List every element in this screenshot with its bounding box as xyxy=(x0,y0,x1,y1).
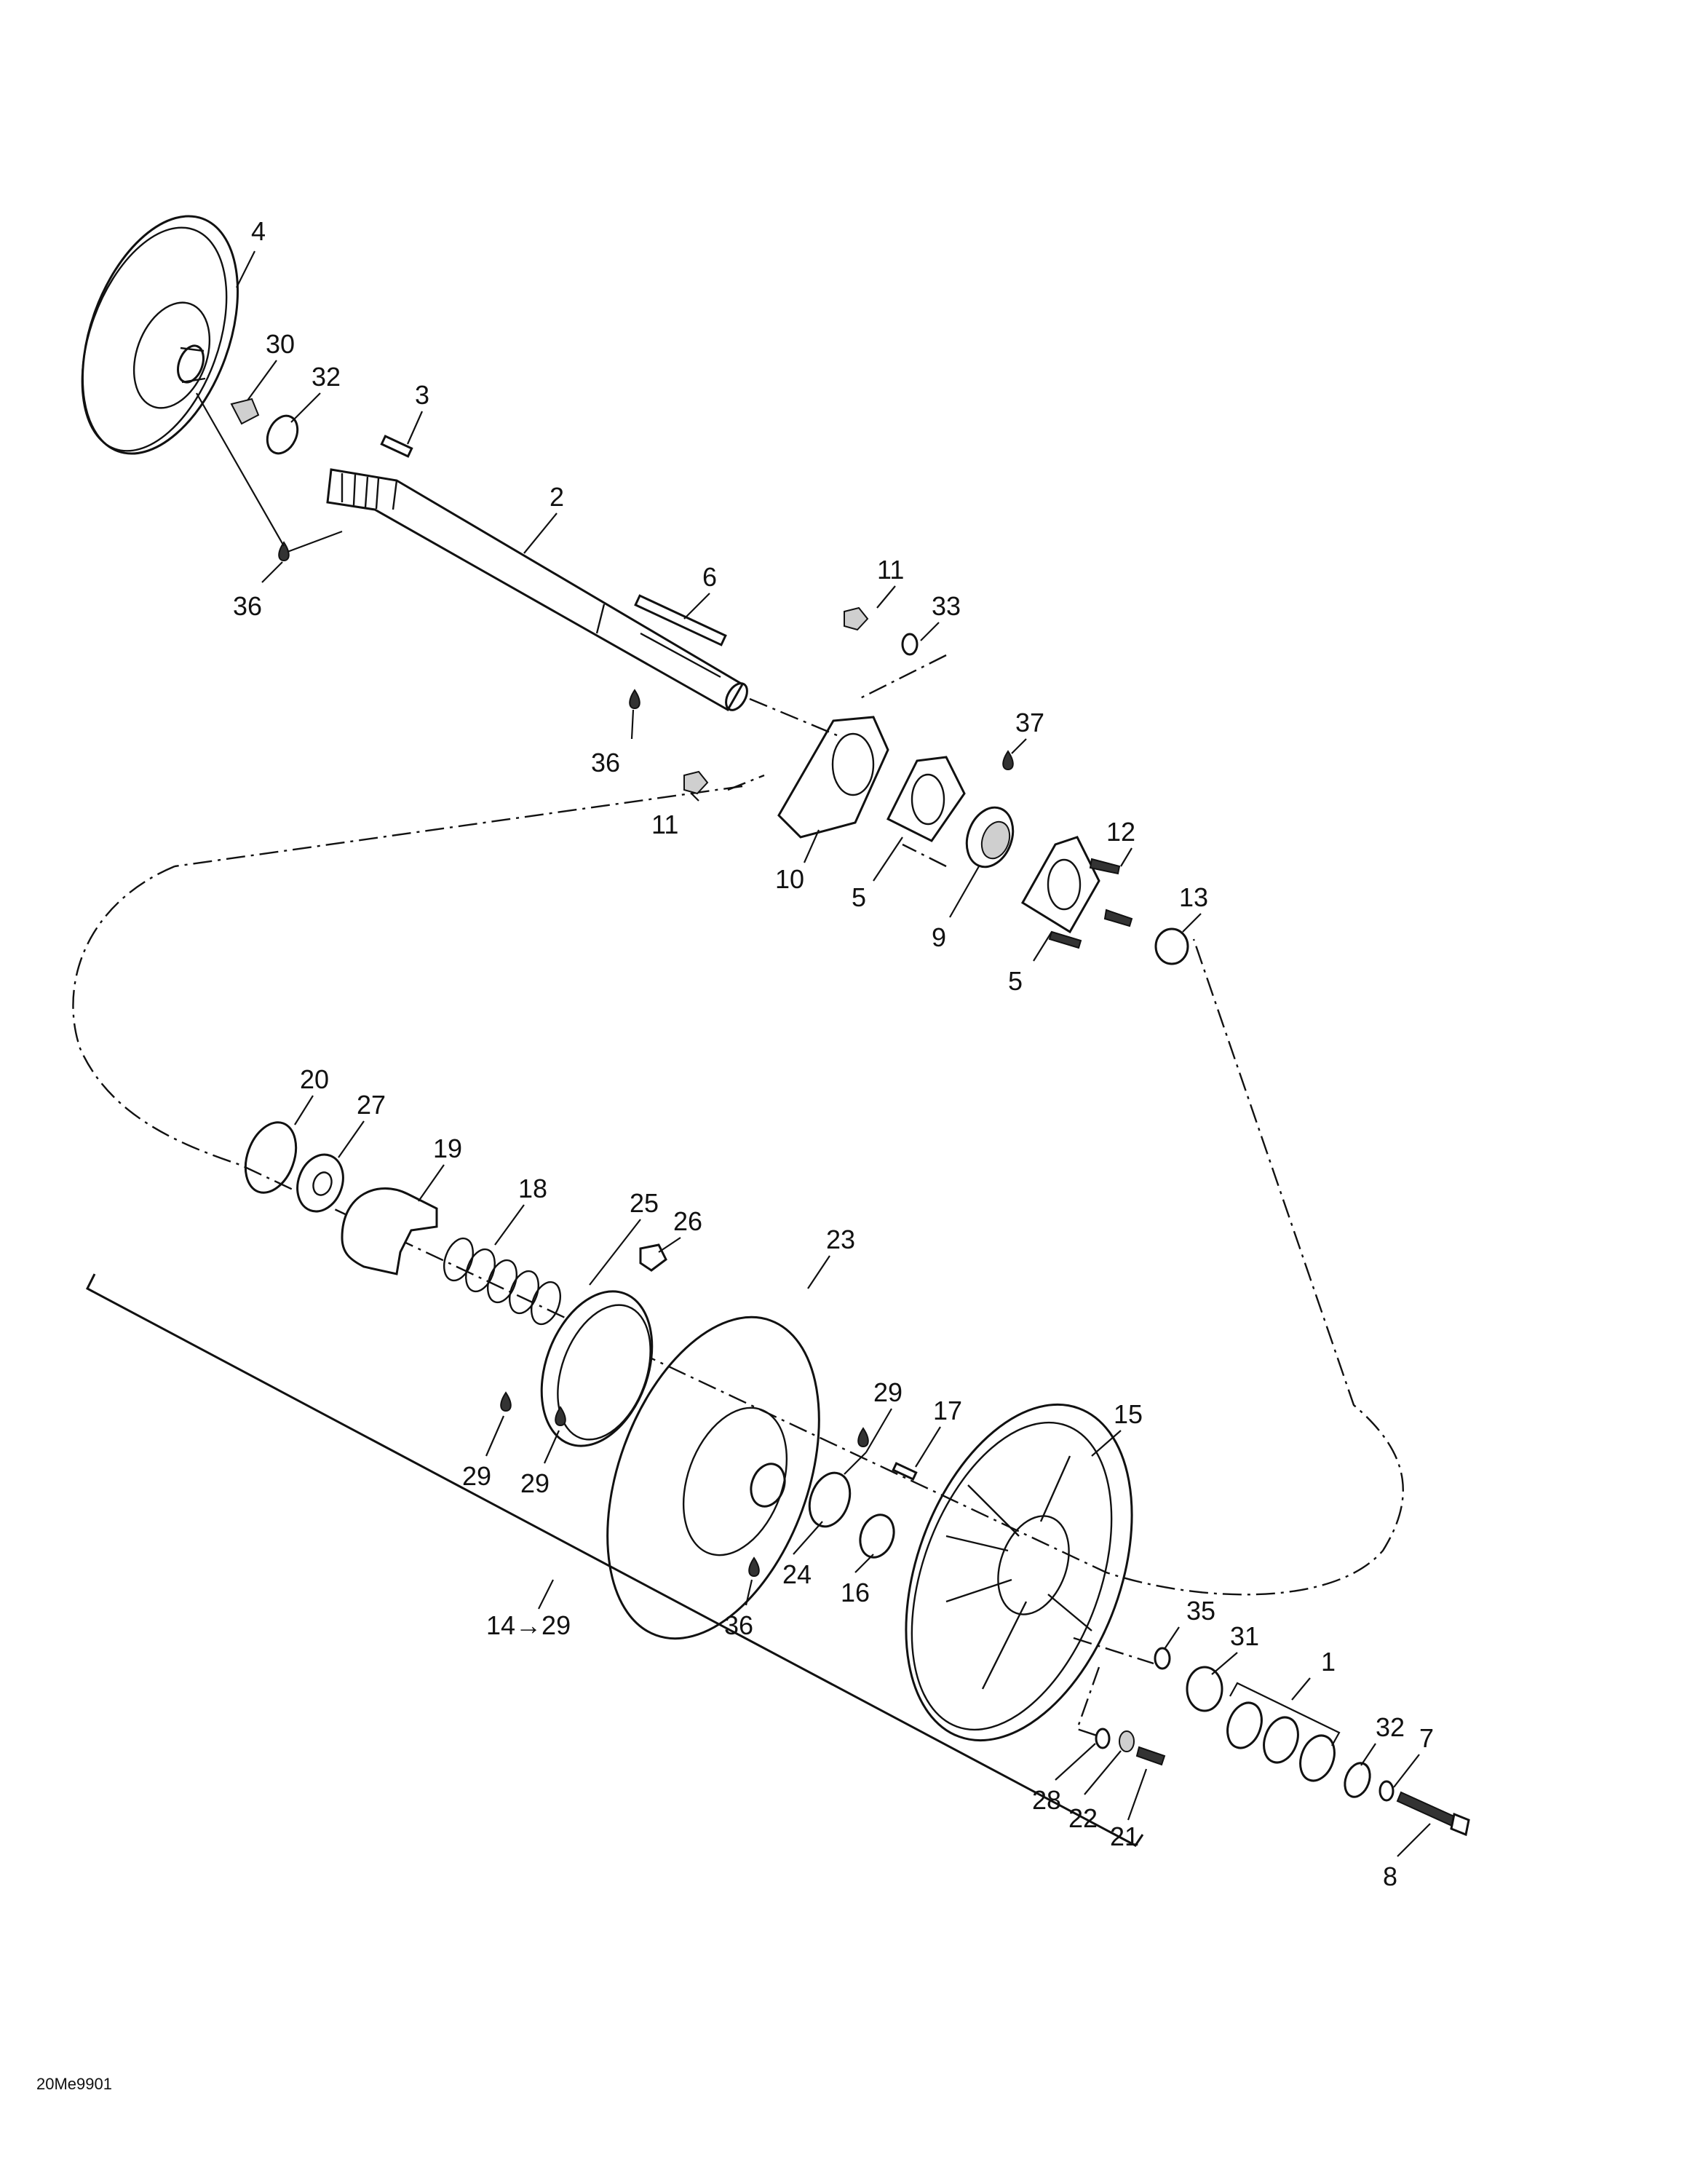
callout-29-right: 29 xyxy=(873,1377,903,1407)
bushing-part xyxy=(1154,927,1189,965)
callout-36-middle: 36 xyxy=(591,748,620,778)
callout-9: 9 xyxy=(932,922,946,952)
flange-part-b xyxy=(1020,836,1100,934)
callout-10: 10 xyxy=(775,864,804,894)
callout-19: 18 xyxy=(518,1174,547,1203)
callout-30: 30 xyxy=(266,329,295,359)
callout-35: 35 xyxy=(1186,1596,1215,1626)
callout-22: 22 xyxy=(1068,1803,1098,1833)
callout-11-upper: 11 xyxy=(877,555,904,585)
fixed-sheave-part xyxy=(81,215,239,455)
callout-26: 25 xyxy=(630,1188,659,1218)
callout-17: 16 xyxy=(841,1578,870,1607)
nut-part-b xyxy=(683,770,709,795)
screw-part-16 xyxy=(1135,1746,1166,1766)
callout-8: 8 xyxy=(1383,1861,1397,1891)
circlip-part xyxy=(244,1121,298,1194)
callout-29-mid: 29 xyxy=(520,1468,550,1498)
key-part xyxy=(380,435,413,458)
ring-part xyxy=(540,1290,654,1447)
callout-5-upper: 5 xyxy=(852,882,866,912)
washer-part-28 xyxy=(296,1153,344,1213)
callout-7: 7 xyxy=(1419,1723,1434,1753)
callout-31: 32 xyxy=(1376,1712,1405,1742)
callout-20: 19 xyxy=(433,1133,462,1163)
callout-24: 23 xyxy=(826,1224,855,1254)
callout-33: 33 xyxy=(932,591,961,621)
callout-4: 4 xyxy=(251,216,266,246)
shims-part xyxy=(1226,1701,1336,1782)
spacer-part xyxy=(1186,1666,1223,1712)
bushing-part-25 xyxy=(808,1471,852,1528)
drive-belt-outline xyxy=(72,785,1404,1596)
callout-27: 26 xyxy=(673,1206,702,1236)
range-label: 14→29 xyxy=(486,1610,571,1640)
bolt-head-part-8 xyxy=(1450,1812,1470,1837)
callout-labels: 4 30 32 3 2 6 11 33 36 36 37 11 10 5 9 5… xyxy=(233,216,1434,1891)
figure-code: 20Me9901 xyxy=(36,2075,112,2093)
callout-2: 2 xyxy=(550,482,564,512)
washer-part-23 xyxy=(1095,1728,1111,1749)
callout-3: 3 xyxy=(415,380,429,410)
pin-part xyxy=(892,1462,918,1481)
sliding-sheave-part xyxy=(606,1315,820,1640)
washer-part-35 xyxy=(1154,1647,1171,1670)
callout-36-upper: 36 xyxy=(233,591,262,621)
set-screw-part xyxy=(230,397,260,425)
bearing-part xyxy=(965,806,1015,869)
callout-18: 17 xyxy=(933,1396,962,1425)
callout-11-lower: 11 xyxy=(651,810,678,839)
shaft-axis-lower xyxy=(1073,1637,1154,1738)
washer-part-33 xyxy=(901,633,919,656)
callout-13: 13 xyxy=(1179,882,1208,912)
washer-part-17 xyxy=(859,1514,895,1559)
bolt-part-12 xyxy=(1048,858,1133,949)
lubricant-drop-icon xyxy=(278,541,1014,1578)
washer-part-7 xyxy=(1378,1780,1395,1802)
o-ring-part xyxy=(266,414,299,455)
shim-bracket xyxy=(1229,1682,1341,1746)
cam-part xyxy=(341,1187,438,1275)
callout-34: 32 xyxy=(312,362,341,392)
shaft-axis-upper xyxy=(727,654,947,791)
callout-16: 21 xyxy=(1110,1821,1139,1851)
washer-part-31 xyxy=(1344,1762,1371,1798)
callout-1: 1 xyxy=(1321,1647,1336,1677)
slider-part xyxy=(639,1243,667,1272)
leader-lines xyxy=(196,250,1431,1857)
callout-25: 24 xyxy=(782,1559,812,1589)
main-shaft-part xyxy=(326,468,748,712)
callout-32: 31 xyxy=(1230,1621,1259,1651)
callout-15: 15 xyxy=(1114,1399,1143,1429)
bolt-part-8 xyxy=(1396,1791,1457,1827)
callout-5-lower: 5 xyxy=(1008,966,1023,996)
callout-29-left: 29 xyxy=(462,1461,491,1491)
washer-part-22 xyxy=(1119,1730,1135,1752)
range-bracket-leader xyxy=(538,1579,554,1610)
callout-23: 28 xyxy=(1032,1785,1061,1815)
callout-6: 6 xyxy=(702,562,717,592)
long-key-part xyxy=(634,594,727,646)
callout-28: 27 xyxy=(357,1090,386,1120)
spring-part xyxy=(443,1237,561,1326)
callout-12: 12 xyxy=(1106,817,1135,847)
nut-part-a xyxy=(844,606,869,631)
callout-21: 20 xyxy=(300,1064,329,1094)
range-bracket xyxy=(86,1273,1144,1847)
callout-36-lower: 36 xyxy=(724,1610,753,1640)
callout-37: 37 xyxy=(1015,708,1044,737)
cam-wheel-part xyxy=(905,1403,1133,1742)
flange-part-a xyxy=(886,756,966,842)
bearing-plate-part xyxy=(777,716,889,839)
